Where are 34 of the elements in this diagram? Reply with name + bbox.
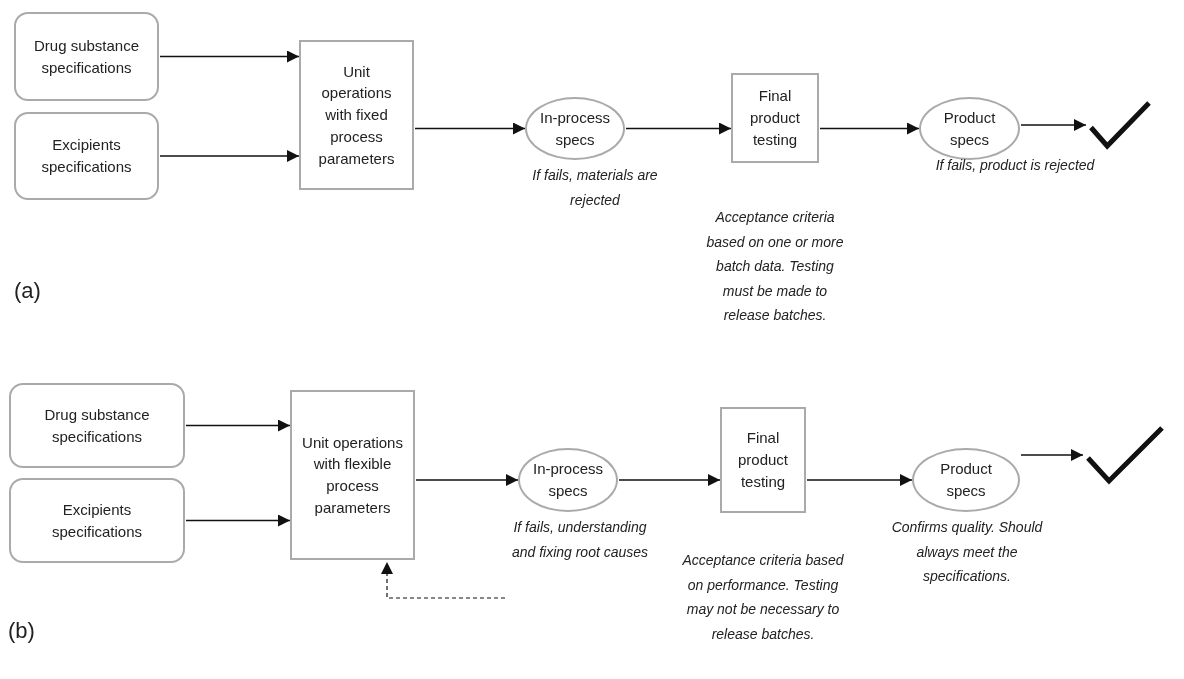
arrow xyxy=(159,150,300,162)
caption-text: Confirms quality. Should always meet the specifications. xyxy=(890,518,1044,586)
panel-label: (a) xyxy=(14,278,41,304)
process-box: Unit operations with flexible process parameters xyxy=(290,390,415,560)
arrow xyxy=(185,514,291,527)
spec-box: Excipients specifications xyxy=(14,112,159,200)
arrow xyxy=(1020,119,1087,131)
spec-ellipse: Product specs xyxy=(919,97,1020,160)
arrow xyxy=(415,474,519,486)
arrow xyxy=(819,122,920,135)
arrow xyxy=(625,122,732,135)
dashed-arrow xyxy=(381,561,506,599)
checkmark-icon xyxy=(1088,100,1152,150)
spec-ellipse: In-process specs xyxy=(525,97,625,160)
caption-text: If fails, materials are rejected xyxy=(531,166,659,210)
arrow xyxy=(185,419,291,432)
spec-ellipse: In-process specs xyxy=(518,448,618,512)
caption-text: Acceptance criteria based on one or more batch data. Testing must be made to release batches. xyxy=(705,208,845,325)
spec-ellipse: Product specs xyxy=(912,448,1020,512)
caption-text: Acceptance criteria based on performance. Testing may not be necessary to release batches. xyxy=(681,551,845,644)
spec-box: Drug substance specifications xyxy=(14,12,159,101)
arrow xyxy=(414,122,526,135)
arrow xyxy=(806,474,913,486)
arrow xyxy=(1020,449,1084,461)
spec-box: Excipients specifications xyxy=(9,478,185,563)
caption-text: If fails, understanding and fixing root causes xyxy=(510,518,650,562)
panel-label: (b) xyxy=(8,618,35,644)
process-box: Final product testing xyxy=(731,73,819,163)
process-box: Unit operations with fixed process parameters xyxy=(299,40,414,190)
arrow xyxy=(618,474,721,486)
spec-box: Drug substance specifications xyxy=(9,383,185,468)
process-box: Final product testing xyxy=(720,407,806,513)
checkmark-icon xyxy=(1085,425,1165,485)
arrow xyxy=(159,50,300,63)
